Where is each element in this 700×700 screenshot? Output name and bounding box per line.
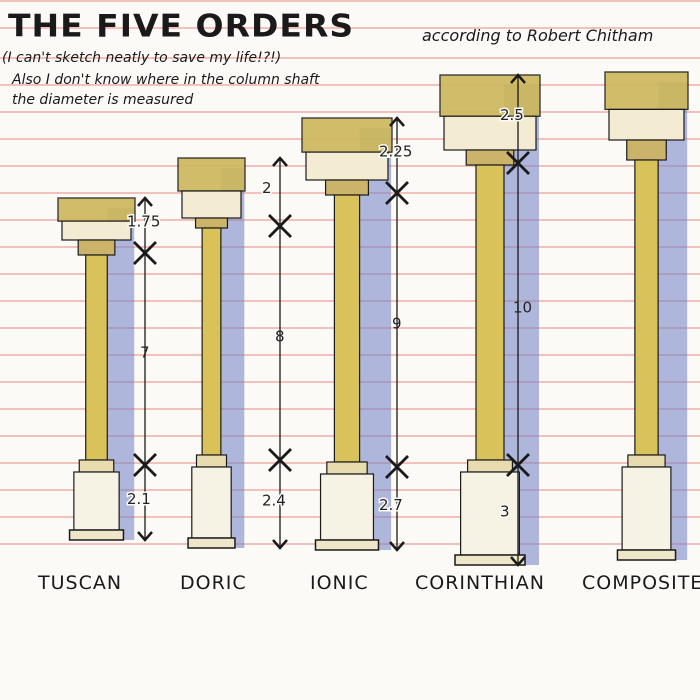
plinth [616,549,677,561]
pedestal [319,473,375,541]
frieze [305,151,389,181]
subtitle-line-2: Also I don't know where in the column sh… [12,72,320,88]
frieze [443,115,537,151]
label-tuscan: TUSCAN [38,572,123,594]
capital [77,239,116,256]
pedestal [191,466,232,539]
pedestal [460,471,521,556]
arrow-down-icon [389,541,405,552]
shaft [475,164,505,461]
arrow-up-icon [272,156,288,167]
column-value: 7 [140,344,150,362]
x-mark-icon [133,453,157,477]
capital [324,179,370,196]
arrow-up-icon [510,73,526,84]
label-doric: DORIC [180,572,247,594]
entablature-value: 2 [262,179,272,197]
frieze [181,190,242,219]
arrow-up-icon [389,116,405,127]
entablature [177,157,246,192]
shadow-wash [220,168,245,548]
label-composite: COMPOSITE [582,572,700,594]
column-base [627,454,666,468]
page-title: THE FIVE ORDERS [8,6,355,45]
label-ionic: IONIC [310,572,369,594]
pedestal-value: 2.1 [127,490,151,508]
column-value: 8 [275,328,285,346]
column-base [467,459,514,473]
pedestal [621,466,672,551]
subtitle-line-1: (I can't sketch neatly to save my life!?… [2,50,282,66]
arrow-up-icon [137,196,153,207]
pedestal-value: 2.7 [379,496,403,514]
entablature-value: 2.5 [500,106,524,124]
entablature [57,197,136,222]
pedestal-value: 3 [500,503,510,521]
x-mark-icon [506,151,530,175]
entablature [301,117,393,153]
column-value: 9 [392,315,402,333]
plinth [68,529,125,541]
pedestal-value: 2.4 [262,492,286,510]
capital [194,217,229,229]
x-mark-icon [268,214,292,238]
plinth [187,537,236,549]
capital [626,139,667,161]
x-mark-icon [268,448,292,472]
plinth [314,539,380,551]
pedestal [73,471,120,531]
column-base [195,454,228,468]
arrow-down-icon [137,531,153,542]
plinth [454,554,526,566]
entablature-value: 2.25 [379,143,412,161]
x-mark-icon [385,455,409,479]
subtitle-line-3: the diameter is measured [12,92,194,108]
shaft [85,254,108,461]
capital [465,149,515,166]
x-mark-icon [133,241,157,265]
label-corinthian: CORINTHIAN [415,572,545,594]
arrow-down-icon [510,556,526,567]
column-value: 10 [513,299,532,317]
frieze [608,108,685,141]
shaft [201,227,222,456]
column-base [326,461,368,475]
frieze [61,220,132,241]
attribution: according to Robert Chitham [422,26,654,45]
entablature-value: 1.75 [127,213,160,231]
x-mark-icon [385,181,409,205]
entablature [604,71,689,111]
column-base [78,459,115,473]
shaft [634,159,659,456]
x-mark-icon [506,453,530,477]
arrow-down-icon [272,539,288,550]
shaft [333,194,361,463]
